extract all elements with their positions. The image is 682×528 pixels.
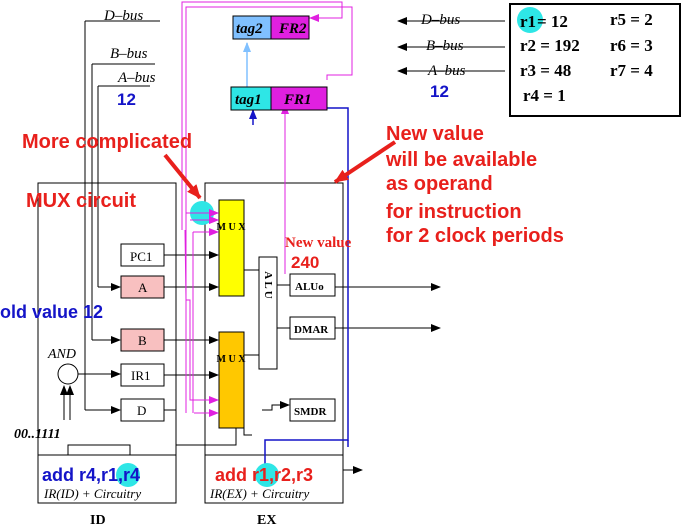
and-gate bbox=[57, 363, 79, 385]
reg-r2: r2 = 192 bbox=[520, 36, 580, 55]
rf-a-bus-label: A–bus bbox=[427, 63, 466, 79]
id-stage-label: ID bbox=[90, 513, 106, 528]
smdr-register bbox=[289, 398, 336, 422]
fr2-label: FR2 bbox=[278, 21, 307, 37]
aluo-label: ALUo bbox=[295, 281, 324, 293]
new-value-number: 240 bbox=[291, 253, 319, 272]
alu-label: A L U bbox=[262, 271, 274, 299]
tag2-label: tag2 bbox=[236, 21, 263, 37]
id-a-bus-value: 12 bbox=[117, 90, 136, 109]
fr2-register bbox=[270, 15, 310, 40]
id-a-bus-label: A–bus bbox=[117, 70, 156, 86]
reg-r4: r4 = 1 bbox=[523, 86, 566, 105]
reg-r1-name: r1 bbox=[520, 12, 536, 31]
b-label: B bbox=[138, 333, 147, 348]
ex-instruction: add r1,r2,r3 bbox=[215, 465, 313, 485]
reg-r6: r6 = 3 bbox=[610, 36, 653, 55]
ex-stage-label: EX bbox=[257, 513, 276, 528]
alu bbox=[258, 256, 278, 370]
rf-d-bus-label: D–bus bbox=[420, 12, 460, 28]
ex-r1-highlight bbox=[255, 463, 279, 487]
new-value-line1: New value bbox=[386, 123, 484, 145]
mux-bottom bbox=[218, 331, 245, 429]
id-stage-box bbox=[37, 182, 177, 504]
pc1-label: PC1 bbox=[130, 249, 152, 264]
r1-highlight bbox=[517, 7, 543, 33]
id-circuitry-label: IR(ID) + Circuitry bbox=[43, 486, 141, 501]
more-complicated-text: More complicated bbox=[22, 131, 192, 153]
ex-stage-box bbox=[204, 182, 344, 504]
new-value-line4: for instruction bbox=[386, 201, 522, 223]
ex-circuitry-label: IR(EX) + Circuitry bbox=[209, 486, 309, 501]
new-value-line3: as operand bbox=[386, 173, 493, 195]
ir1-label: IR1 bbox=[131, 368, 151, 383]
fr1-register bbox=[270, 86, 328, 111]
fr1-label: FR1 bbox=[283, 92, 312, 108]
old-value-text: old value 12 bbox=[0, 302, 103, 322]
d-label: D bbox=[137, 403, 146, 418]
id-r1-highlight bbox=[116, 463, 140, 487]
reg-r5: r5 = 2 bbox=[610, 10, 653, 29]
reg-r3: r3 = 48 bbox=[520, 61, 571, 80]
reg-r7: r7 = 4 bbox=[610, 61, 653, 80]
id-b-bus-label: B–bus bbox=[110, 46, 148, 62]
new-value-small-label: New value bbox=[285, 235, 352, 251]
mux-top bbox=[218, 199, 245, 297]
tag1-label: tag1 bbox=[235, 92, 262, 108]
mux-circuit-text: MUX circuit bbox=[26, 190, 136, 212]
dmar-label: DMAR bbox=[294, 324, 329, 336]
more-complicated-arrow bbox=[163, 153, 202, 200]
new-value-line2: will be available bbox=[385, 149, 537, 171]
mux-bottom-label: M U X bbox=[217, 354, 247, 365]
and-label: AND bbox=[47, 347, 76, 362]
id-d-bus-label: D–bus bbox=[103, 8, 143, 24]
mask-label: 00..1111 bbox=[14, 427, 61, 442]
rf-a-bus-value: 12 bbox=[430, 82, 449, 101]
mux-top-label: M U X bbox=[217, 222, 247, 233]
smdr-label: SMDR bbox=[294, 406, 327, 418]
rf-b-bus-label: B–bus bbox=[426, 38, 464, 54]
new-value-arrow bbox=[333, 140, 397, 184]
id-instruction: add r4,r1,r4 bbox=[42, 465, 140, 485]
reg-r1-value: = 12 bbox=[537, 12, 568, 31]
new-value-line5: for 2 clock periods bbox=[386, 225, 564, 247]
a-label: A bbox=[138, 280, 148, 295]
